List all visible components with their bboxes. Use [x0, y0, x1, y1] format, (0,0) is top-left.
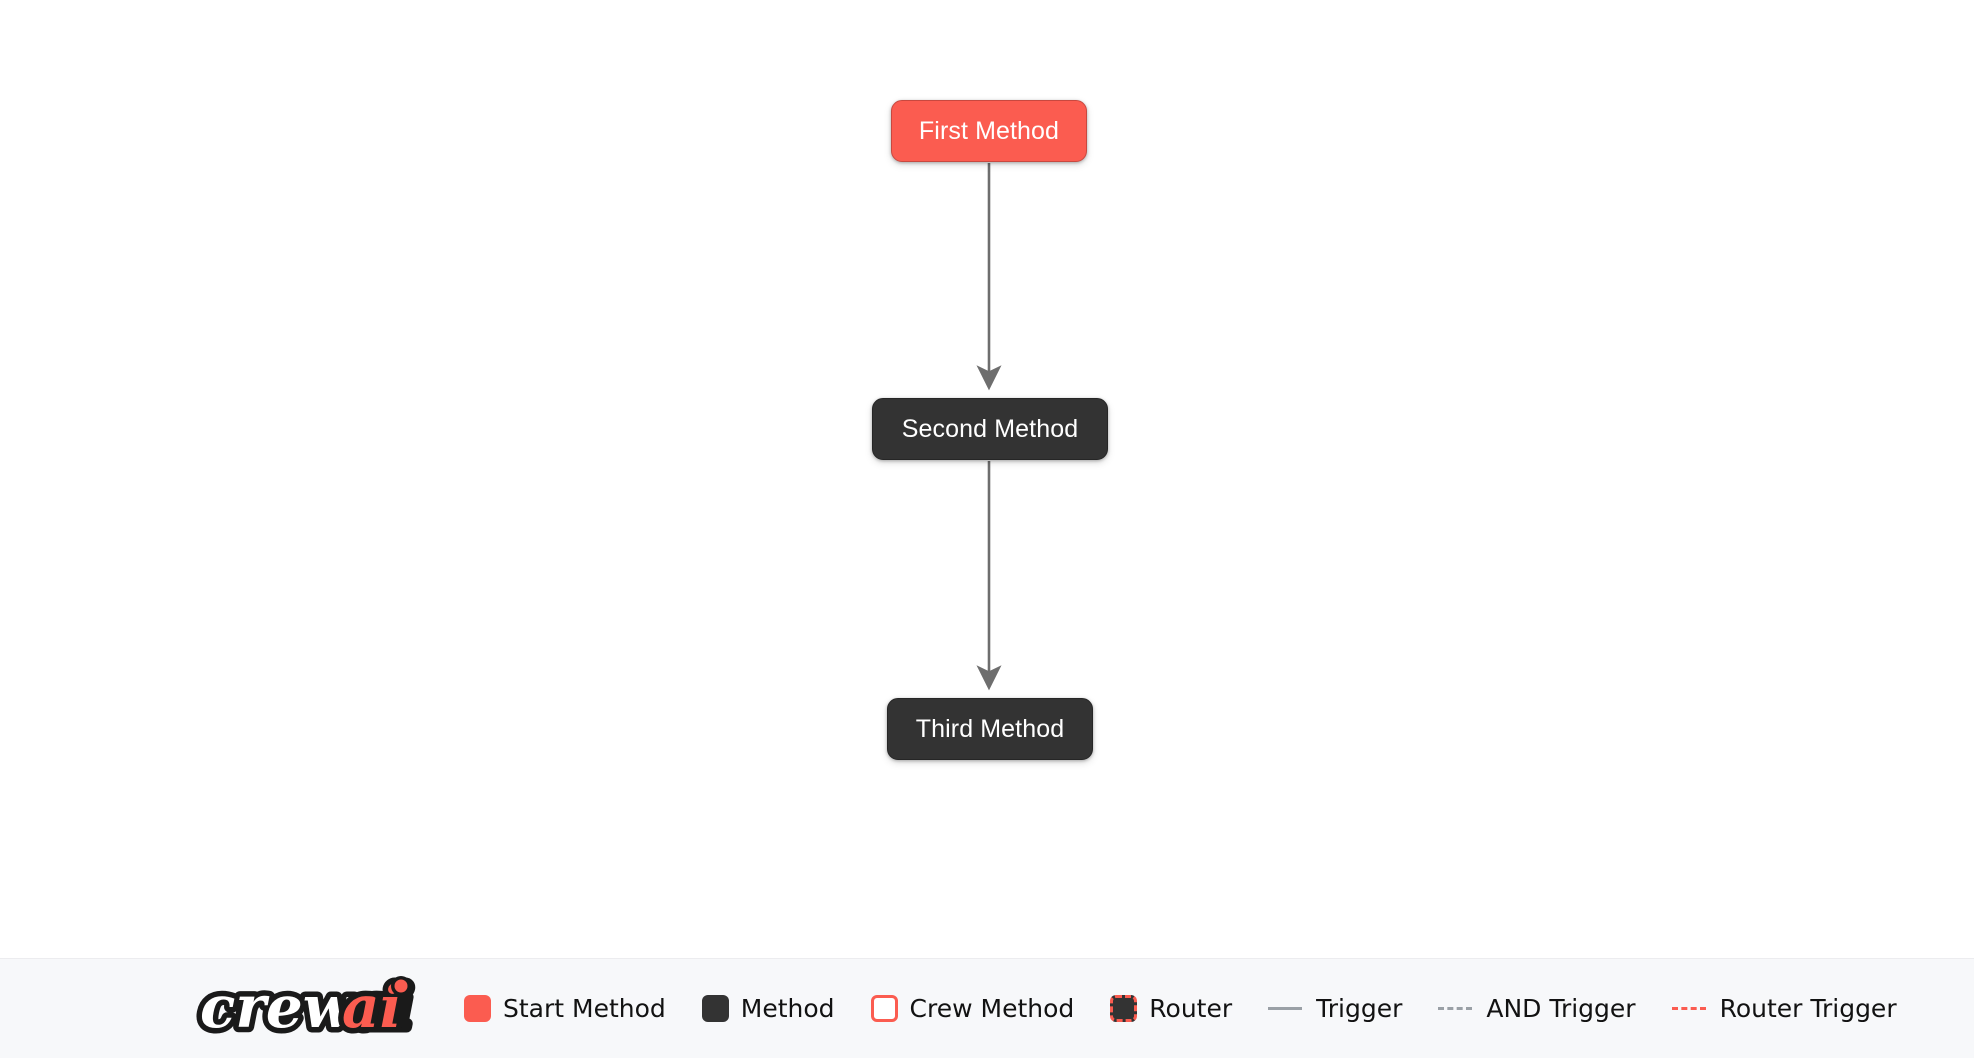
and-trigger-line-icon: [1438, 1007, 1473, 1010]
legend-item-router: Router: [1110, 995, 1232, 1022]
legend-item-method: Method: [701, 994, 835, 1023]
router-trigger-line-icon: [1671, 1007, 1706, 1010]
legend-item-start-method: Start Method: [464, 995, 666, 1022]
flow-canvas[interactable]: First Method Second Method Third Method: [0, 0, 1974, 958]
legend-label: Trigger: [1316, 994, 1403, 1023]
logo-dot: [394, 979, 408, 992]
crew-method-swatch-icon: [870, 995, 898, 1022]
legend-item-and-trigger: AND Trigger: [1438, 994, 1636, 1023]
legend-label: Crew Method: [909, 994, 1075, 1023]
logo-crew-fill: crew: [200, 973, 355, 1041]
trigger-line-icon: [1268, 1007, 1303, 1010]
node-label: Third Method: [915, 714, 1065, 743]
legend-label: AND Trigger: [1486, 994, 1636, 1023]
start-method-swatch-icon: [464, 995, 491, 1022]
node-first-method[interactable]: First Method: [891, 100, 1087, 162]
node-third-method[interactable]: Third Method: [887, 698, 1093, 760]
legend-label: Start Method: [503, 994, 666, 1023]
crewai-logo: crewai crew crew ai ai: [196, 971, 426, 1047]
router-swatch-icon: [1110, 995, 1138, 1022]
legend-item-router-trigger: Router Trigger: [1671, 994, 1897, 1023]
method-swatch-icon: [701, 995, 729, 1022]
logo-outline: crewai: [200, 973, 412, 1041]
legend-label: Router: [1149, 994, 1233, 1023]
node-second-method[interactable]: Second Method: [872, 398, 1108, 460]
node-label: Second Method: [901, 414, 1079, 443]
legend-bar: crewai crew crew ai ai Start Method Meth: [0, 958, 1974, 1058]
legend-item-crew-method: Crew Method: [870, 994, 1075, 1023]
legend-label: Router Trigger: [1719, 994, 1897, 1023]
legend-label: Method: [740, 994, 835, 1023]
legend-item-trigger: Trigger: [1268, 996, 1402, 1021]
node-label: First Method: [918, 116, 1060, 145]
